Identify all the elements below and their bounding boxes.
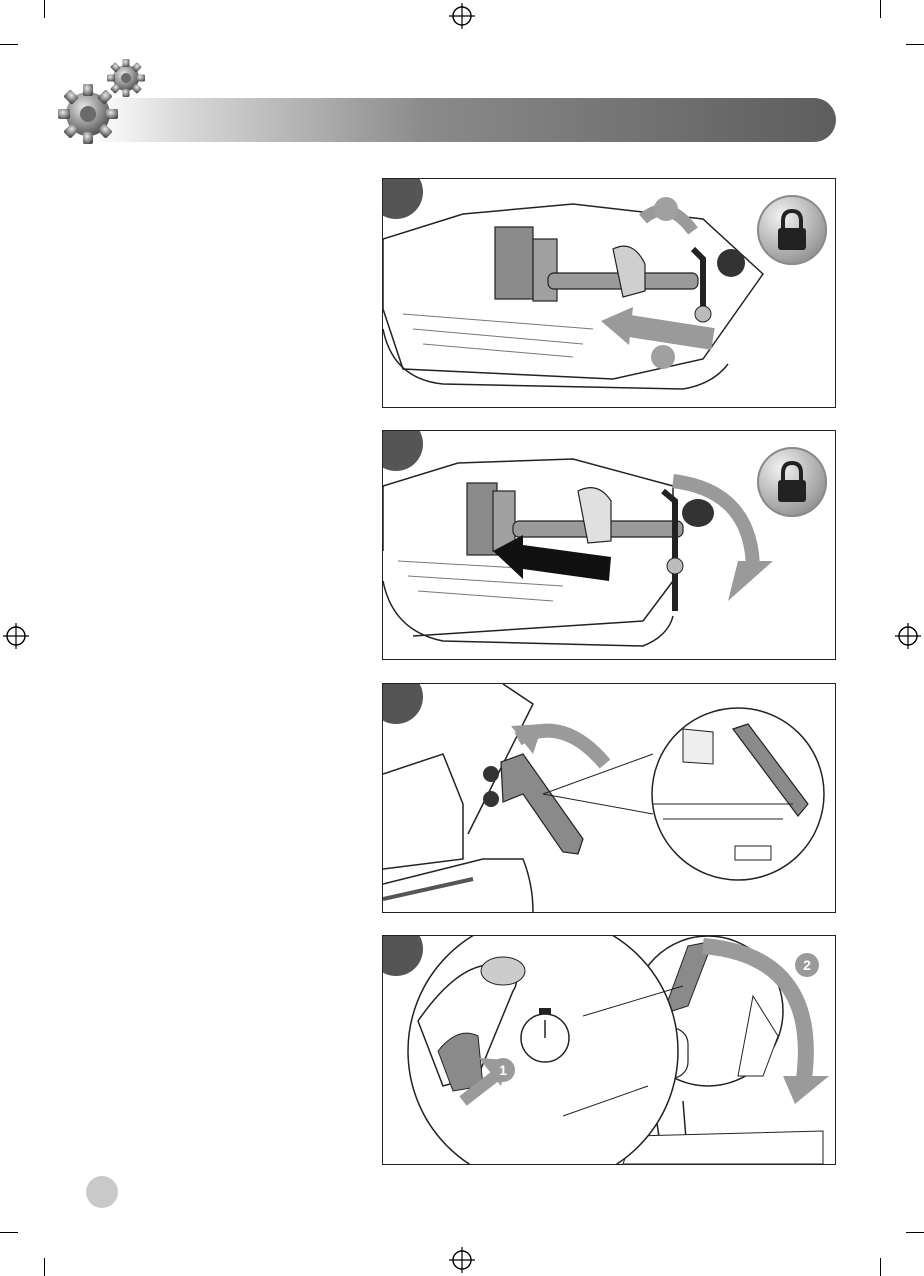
lever-illustration [383,684,835,912]
gears-icon [58,56,154,146]
registration-mark-icon [2,622,30,650]
page-number-badge [86,1176,118,1208]
registration-mark-icon [448,2,476,30]
registration-mark-icon [448,1246,476,1274]
crop-mark [44,0,45,18]
illustration-panel-1 [382,178,836,408]
section-banner [92,98,836,142]
crop-mark [44,1258,45,1276]
lock-icon [757,195,827,265]
crop-mark [0,44,18,45]
crop-mark [880,1258,881,1276]
registration-mark-icon [894,622,922,650]
step-number-2: 2 [795,953,819,977]
lock-badge [757,447,827,517]
lock-icon [757,447,827,517]
illustration-panel-2 [382,430,836,660]
crop-mark [906,1232,924,1233]
saw-illustration [383,936,835,1164]
illustration-panel-3 [382,683,836,913]
crop-mark [0,1232,18,1233]
step-number-1: 1 [491,1058,515,1082]
crop-mark [880,0,881,18]
lock-badge [757,195,827,265]
illustration-panel-4: 1 2 [382,935,836,1165]
crop-mark [906,44,924,45]
